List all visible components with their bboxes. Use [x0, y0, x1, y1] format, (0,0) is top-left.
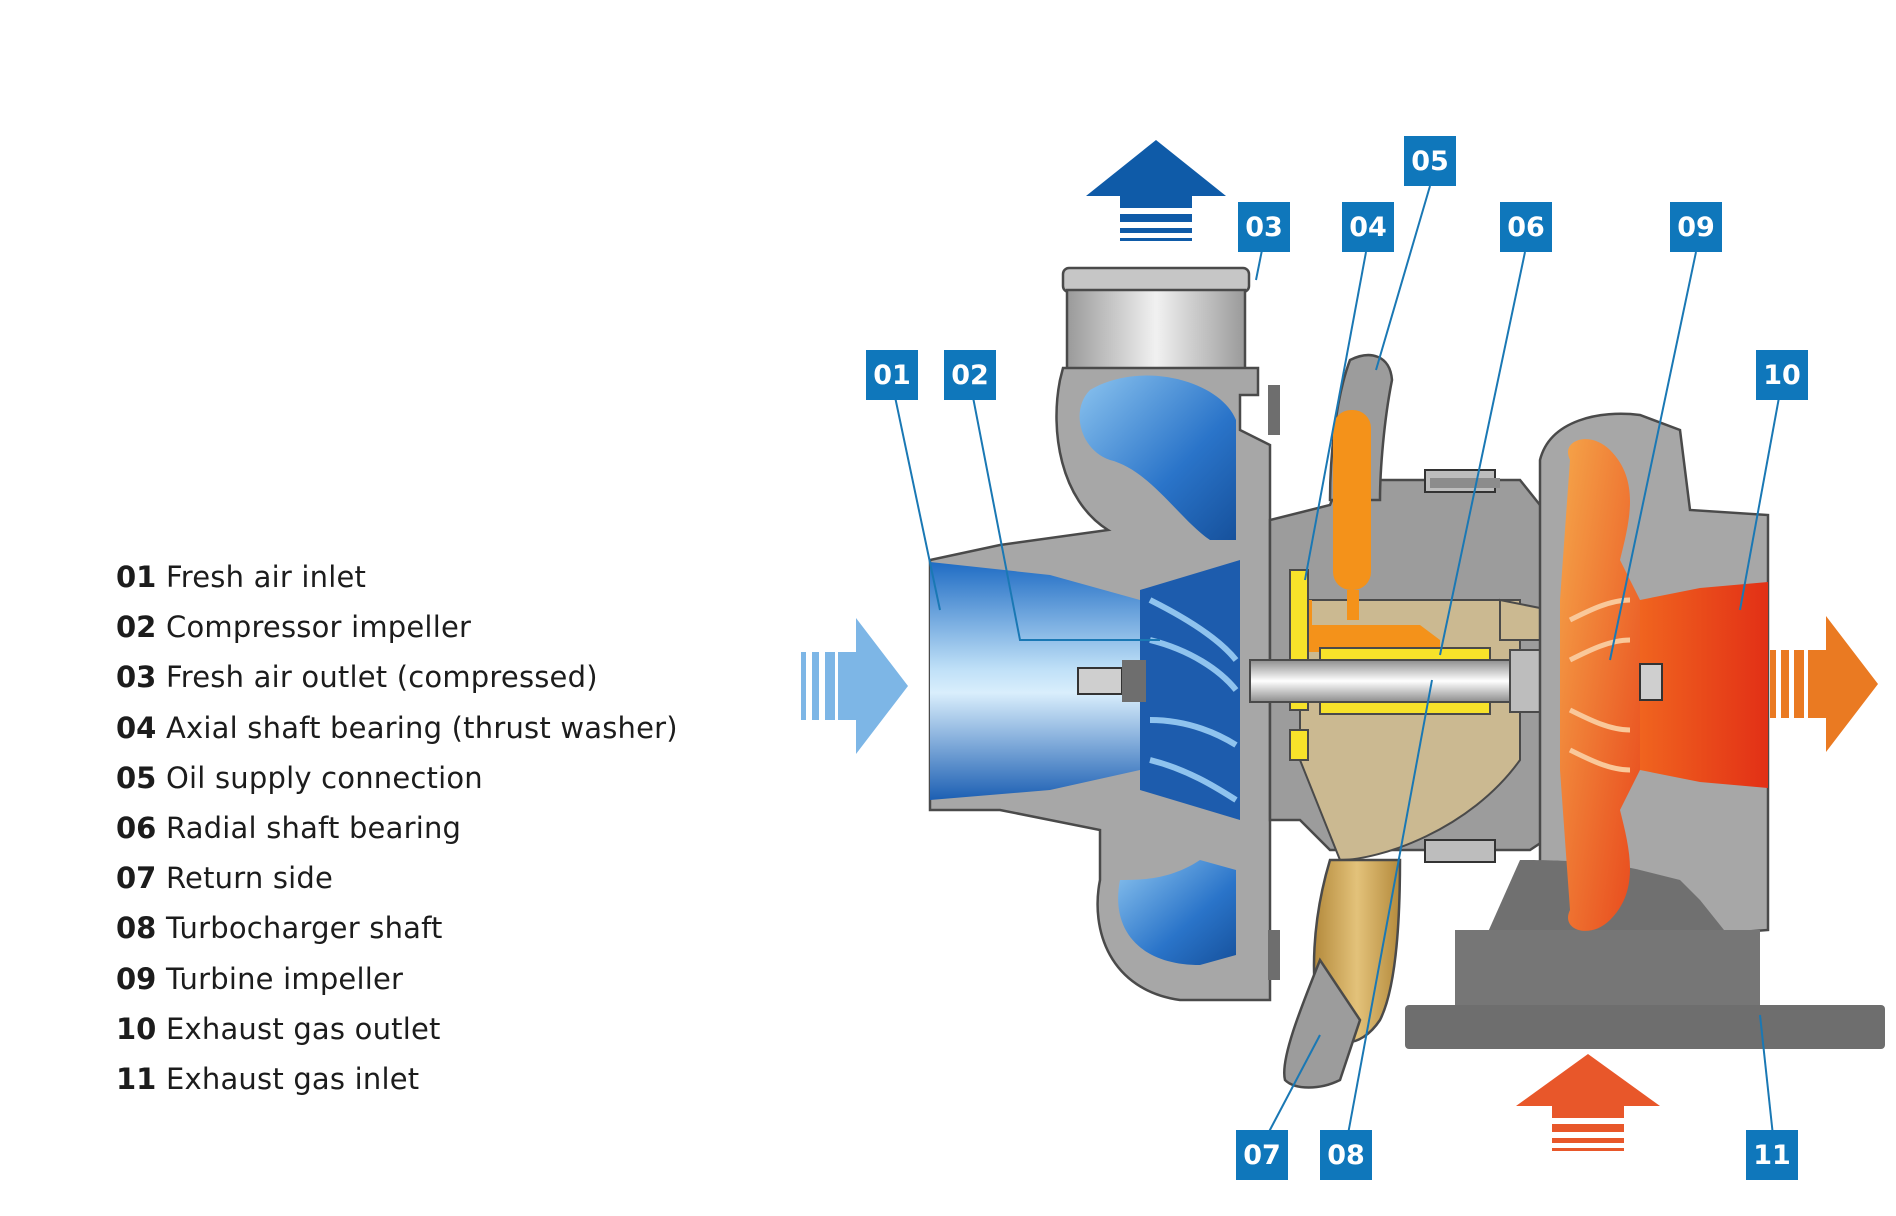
legend-label: Exhaust gas inlet [166, 1061, 420, 1096]
legend-number: 02 [116, 610, 157, 645]
turbocharger-shaft [1249, 649, 1551, 713]
callout-07-box [1236, 1130, 1288, 1180]
callout-07-label: 07 [1243, 1140, 1281, 1171]
callout-01-box [866, 350, 918, 400]
legend-label: Fresh air outlet (compressed) [166, 660, 598, 695]
exhaust-inlet-arrow [1516, 1054, 1660, 1151]
legend-item-08: 08 Turbocharger shaft [116, 903, 756, 953]
legend-label: Radial shaft bearing [166, 811, 462, 846]
oil-supply-connection [1300, 353, 1440, 652]
callout-02-box [944, 350, 996, 400]
callout-04-box [1342, 202, 1394, 252]
exhaust-outlet-channel [1640, 582, 1768, 788]
legend-item-05: 05 Oil supply connection [116, 753, 756, 803]
exhaust-outlet-arrow [1770, 616, 1878, 752]
legend-item-11: 11 Exhaust gas inlet [116, 1054, 756, 1104]
callout-01-label: 01 [873, 360, 911, 391]
oil-return-channel [1283, 858, 1402, 1089]
callout-09-label: 09 [1677, 212, 1715, 243]
leader-lines [893, 185, 1781, 1146]
compressor-outlet-pipe [1061, 266, 1251, 372]
legend-label: Turbine impeller [166, 961, 404, 996]
callout-08-label: 08 [1327, 1140, 1365, 1171]
legend-item-07: 07 Return side [116, 853, 756, 903]
legend-number: 03 [116, 660, 157, 695]
legend-number: 06 [116, 811, 157, 846]
turbine-impeller [1560, 439, 1663, 931]
legend-number: 07 [116, 861, 157, 896]
legend-number: 01 [116, 560, 157, 595]
legend-label: Turbocharger shaft [166, 911, 443, 946]
legend-number: 10 [116, 1011, 157, 1046]
callout-05-box [1404, 136, 1456, 186]
callout-10-label: 10 [1763, 360, 1801, 391]
compressor-impeller [1077, 560, 1240, 820]
legend-item-10: 10 Exhaust gas outlet [116, 1004, 756, 1054]
legend-item-06: 06 Radial shaft bearing [116, 803, 756, 853]
callout-09-box [1670, 202, 1722, 252]
callout-03-box [1238, 202, 1290, 252]
callout-08-box [1320, 1130, 1372, 1180]
legend-label: Axial shaft bearing (thrust washer) [166, 710, 678, 745]
legend-label: Return side [166, 861, 334, 896]
callout-05-label: 05 [1411, 146, 1449, 177]
fresh-air-inlet-channel [930, 562, 1140, 800]
legend-label: Fresh air inlet [166, 560, 367, 595]
legend-item-03: 03 Fresh air outlet (compressed) [116, 652, 756, 702]
housing-bolts [1424, 469, 1500, 863]
callout-11-box [1746, 1130, 1798, 1180]
legend-item-02: 02 Compressor impeller [116, 602, 756, 652]
legend-label: Exhaust gas outlet [166, 1011, 441, 1046]
legend-label: Oil supply connection [166, 760, 483, 795]
callouts: 01 02 03 04 05 06 09 10 07 08 11 [866, 136, 1808, 1180]
legend-label: Compressor impeller [166, 610, 472, 645]
legend-number: 09 [116, 961, 157, 996]
compressed-air-outlet-arrow [1086, 140, 1226, 241]
callout-04-label: 04 [1349, 212, 1387, 243]
legend-item-04: 04 Axial shaft bearing (thrust washer) [116, 703, 756, 753]
callout-06-label: 06 [1507, 212, 1545, 243]
callout-11-label: 11 [1753, 1140, 1791, 1171]
callout-06-box [1500, 202, 1552, 252]
legend-number: 11 [116, 1061, 157, 1096]
callout-10-box [1756, 350, 1808, 400]
legend-number: 08 [116, 911, 157, 946]
legend-number: 05 [116, 760, 157, 795]
fresh-air-inlet-arrow [801, 618, 908, 754]
legend-item-01: 01 Fresh air inlet [116, 552, 756, 602]
callout-02-label: 02 [951, 360, 989, 391]
legend-item-09: 09 Turbine impeller [116, 954, 756, 1004]
callout-03-label: 03 [1245, 212, 1283, 243]
legend-number: 04 [116, 710, 157, 745]
